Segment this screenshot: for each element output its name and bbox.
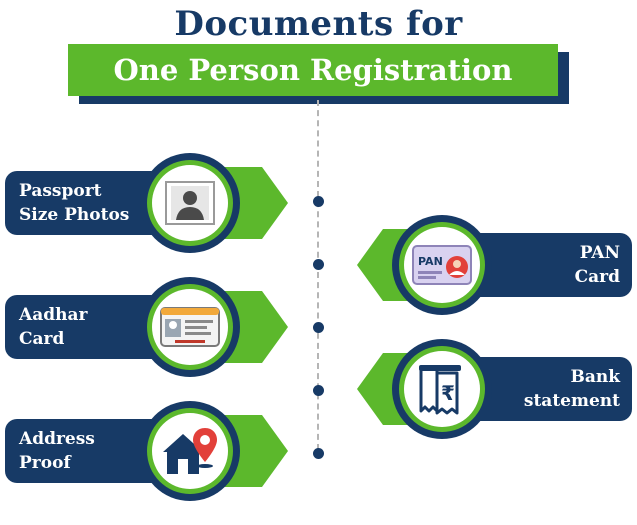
icon-ring (140, 401, 240, 501)
title-line-1: Documents for (174, 4, 463, 44)
icon-ring (140, 277, 240, 377)
item-label-line-2: Size Photos (19, 205, 130, 225)
timeline-dashed-line (317, 100, 319, 450)
icon-ring: PAN (392, 215, 492, 315)
photo-icon (165, 181, 215, 225)
title-banner: One Person Registration (68, 44, 558, 96)
timeline-dot (313, 385, 324, 396)
timeline-dot (313, 322, 324, 333)
home-location-icon (163, 428, 217, 474)
svg-text:₹: ₹ (441, 381, 455, 405)
pan-card-icon: PAN (412, 245, 472, 285)
item-label-line-1: PAN (579, 243, 620, 263)
item-label-line-1: Bank (570, 367, 620, 387)
title-line-2: One Person Registration (113, 53, 513, 87)
item-label-line-2: Card (574, 267, 620, 287)
item-label-line-2: statement (523, 391, 620, 411)
rupee-receipt-icon: ₹ (419, 365, 461, 415)
id-card-icon (160, 307, 220, 347)
item-label-box: PAN Card (464, 233, 632, 297)
timeline-dot (313, 259, 324, 270)
item-label-line-1: Aadhar (19, 305, 88, 325)
item-label-box: Bank statement (464, 357, 632, 421)
timeline-dot (313, 448, 324, 459)
timeline-dot (313, 196, 324, 207)
icon-ring (140, 153, 240, 253)
item-label-line-1: Address (19, 429, 95, 449)
svg-text:PAN: PAN (418, 255, 443, 268)
item-label-line-2: Proof (19, 453, 71, 473)
item-label-line-2: Card (19, 329, 65, 349)
item-label-line-1: Passport (19, 181, 102, 201)
icon-ring: ₹ (392, 339, 492, 439)
